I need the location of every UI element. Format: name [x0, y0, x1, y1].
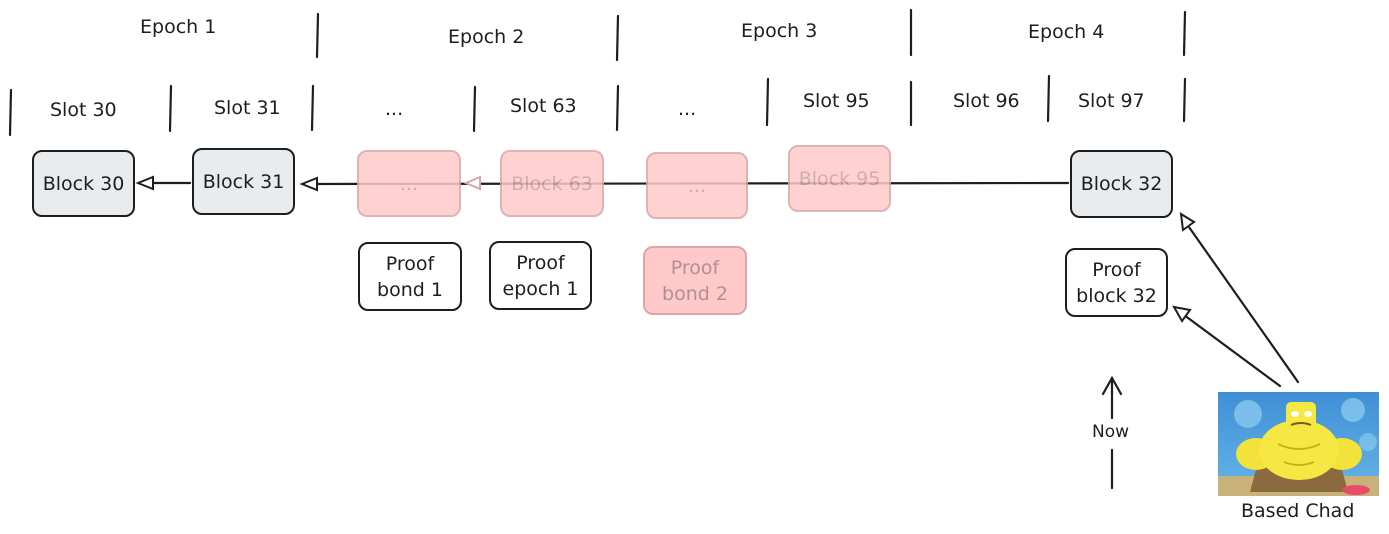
- arrowhead: [1179, 212, 1196, 232]
- slot-divider: [1182, 77, 1187, 123]
- epoch-label: Epoch 1: [140, 16, 217, 38]
- proof-line: epoch 1: [502, 277, 579, 300]
- proof-bond-2: Proof bond 2: [643, 246, 747, 315]
- proof-bond-1: Proof bond 1: [358, 242, 462, 311]
- slot-divider: [168, 84, 173, 133]
- slot-divider: [765, 77, 770, 127]
- proof-line: Proof: [516, 251, 565, 274]
- faded-arrowhead: [463, 175, 481, 191]
- block-95: Block 95: [788, 145, 891, 212]
- arrowhead: [135, 175, 154, 191]
- slot-label: Slot 96: [953, 90, 1020, 112]
- slot-divider: [472, 85, 477, 133]
- slot-label: ...: [385, 98, 404, 120]
- faded-block: ...: [646, 152, 748, 219]
- slot-divider: [310, 84, 315, 132]
- chad-caption: Based Chad: [1241, 500, 1355, 522]
- slot-label: ...: [678, 98, 697, 120]
- arrowhead: [299, 176, 318, 192]
- slot-label: Slot 95: [803, 90, 870, 112]
- block-31: Block 31: [192, 148, 295, 215]
- epoch-divider: [615, 14, 620, 62]
- epoch-label: Epoch 2: [448, 26, 525, 48]
- epoch-divider: [315, 12, 320, 59]
- epoch-label: Epoch 3: [741, 20, 818, 42]
- proof-line: Proof: [385, 252, 435, 275]
- faded-block: ...: [357, 150, 461, 217]
- slot-label: Slot 31: [214, 97, 281, 119]
- slot-label: Slot 30: [50, 99, 117, 121]
- now-arrow-head: [1101, 375, 1123, 396]
- proof-epoch-1: Proof epoch 1: [489, 241, 592, 310]
- arrowhead: [1172, 305, 1192, 323]
- slot-divider: [615, 84, 620, 132]
- block-63: Block 63: [500, 150, 604, 217]
- proof-line: bond 2: [662, 282, 728, 305]
- now-label: Now: [1092, 422, 1130, 442]
- slot-divider: [1046, 74, 1051, 123]
- proof-line: Proof: [1092, 258, 1141, 281]
- slot-label: Slot 63: [510, 95, 577, 117]
- epoch-label: Epoch 4: [1028, 21, 1105, 43]
- slot-label: Slot 97: [1078, 90, 1145, 112]
- proof-line: bond 1: [377, 278, 443, 301]
- proof-line: block 32: [1076, 284, 1157, 307]
- proof-line: Proof: [670, 256, 720, 279]
- slot-divider: [8, 88, 13, 137]
- chad-arrow-block: [1182, 218, 1300, 384]
- block-30: Block 30: [32, 150, 135, 217]
- based-chad-image: [1218, 392, 1379, 496]
- epoch-divider: [1182, 10, 1187, 57]
- block-32: Block 32: [1070, 150, 1173, 218]
- proof-block-32: Proof block 32: [1065, 248, 1168, 317]
- chad-arrow-proof: [1178, 310, 1282, 388]
